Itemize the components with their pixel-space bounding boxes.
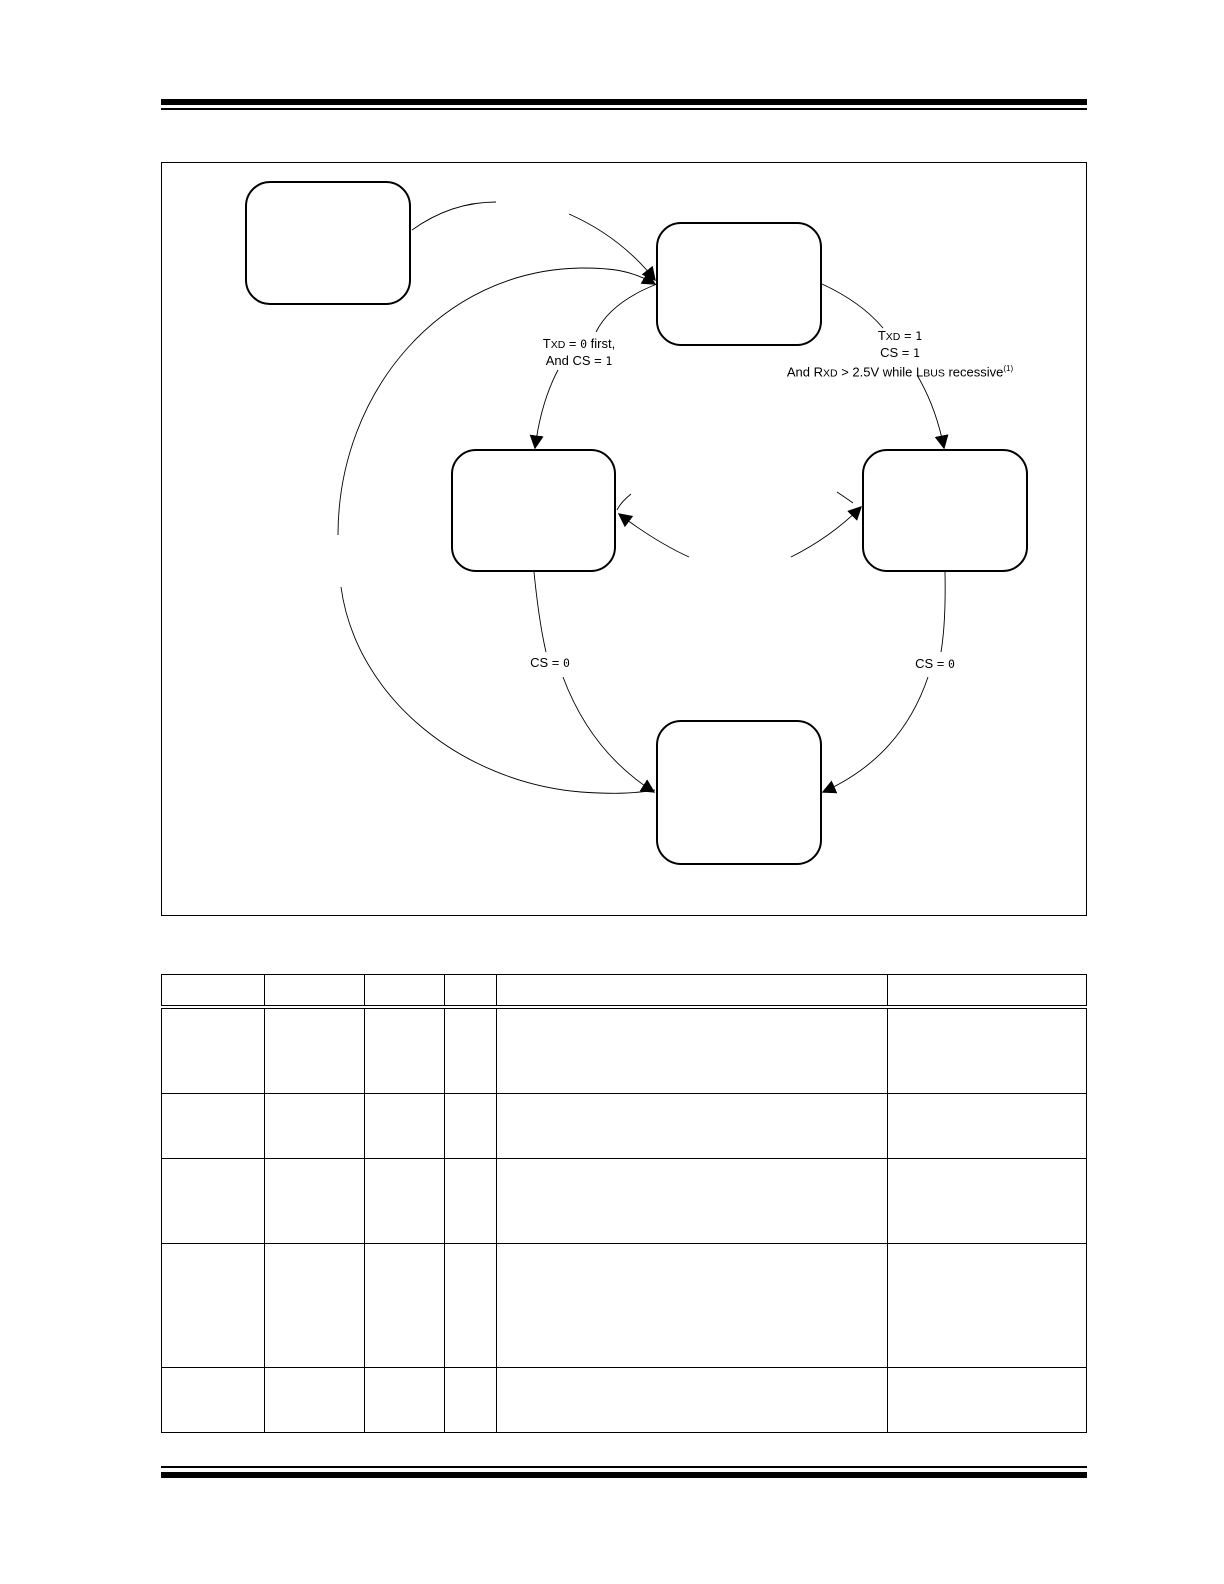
state-diagram-frame bbox=[161, 162, 1087, 916]
edge-right-to-bottom bbox=[940, 571, 946, 653]
header-cell bbox=[496, 974, 888, 1009]
table-cell bbox=[161, 1092, 265, 1159]
header-cell bbox=[887, 974, 1087, 1009]
data-table bbox=[161, 974, 1087, 1433]
state-diagram bbox=[245, 181, 1028, 865]
footer-rule-thin bbox=[161, 1466, 1087, 1468]
tx-value: 1 bbox=[915, 329, 923, 343]
tx-prefix: T bbox=[877, 328, 886, 343]
cs-value: 1 bbox=[605, 354, 613, 368]
table-cell bbox=[364, 1157, 445, 1244]
recessive-text: recessive bbox=[944, 364, 1004, 380]
equals: = bbox=[900, 328, 916, 343]
edge-left-to-bottom bbox=[533, 571, 547, 653]
table-cell bbox=[887, 1092, 1087, 1159]
table-cell bbox=[444, 1092, 497, 1159]
tx-subscript: XD bbox=[550, 339, 566, 351]
state-box-bottom bbox=[656, 720, 822, 865]
table-cell bbox=[364, 1006, 445, 1094]
table-cell bbox=[161, 1366, 265, 1433]
edge-top-to-left-end bbox=[529, 369, 559, 450]
table-cell bbox=[887, 1157, 1087, 1244]
header-cell bbox=[264, 974, 365, 1009]
tx-value: 0 bbox=[580, 337, 588, 351]
threshold-text: > 2.5V while L bbox=[837, 364, 924, 380]
cs-value: 0 bbox=[562, 656, 570, 670]
header-rule-thin bbox=[161, 108, 1087, 110]
tx-prefix: T bbox=[542, 336, 551, 351]
table-cell bbox=[496, 1006, 888, 1094]
edge-top-to-right-end bbox=[916, 374, 949, 450]
footer-rule-thick bbox=[161, 1472, 1087, 1478]
cs-text: CS = bbox=[880, 345, 913, 360]
and-cs-text: And CS = bbox=[545, 353, 606, 368]
label-right-to-bottom: CS = 0 bbox=[903, 656, 967, 672]
header-cell bbox=[444, 974, 497, 1009]
table-cell bbox=[496, 1242, 888, 1368]
table-cell bbox=[887, 1242, 1087, 1368]
header-rule-thick bbox=[161, 99, 1087, 105]
table-row bbox=[161, 1157, 1087, 1244]
first-text: first, bbox=[587, 336, 616, 351]
label-left-to-bottom: CS = 0 bbox=[518, 655, 582, 671]
table-cell bbox=[264, 1006, 365, 1094]
state-box-left bbox=[451, 449, 616, 572]
edge-left-to-right bbox=[790, 506, 862, 558]
table-cell bbox=[496, 1366, 888, 1433]
table-cell bbox=[887, 1366, 1087, 1433]
edge-right-to-left-tail bbox=[616, 493, 632, 511]
cs-text: CS = bbox=[915, 656, 948, 671]
table-header-row bbox=[161, 974, 1087, 1009]
footnote-ref: (1) bbox=[1003, 364, 1014, 373]
edge-top-to-right bbox=[821, 283, 884, 329]
edge-right-to-bottom-end bbox=[821, 676, 929, 794]
table-cell bbox=[444, 1157, 497, 1244]
edge-poweron-to-top bbox=[411, 201, 497, 231]
header-cell bbox=[364, 974, 445, 1009]
edge-bottom-to-top-lower bbox=[340, 586, 656, 794]
state-box-top bbox=[656, 222, 822, 346]
table-cell bbox=[496, 1092, 888, 1159]
table-cell bbox=[264, 1242, 365, 1368]
table-cell bbox=[161, 1242, 265, 1368]
table-cell bbox=[264, 1366, 365, 1433]
table-cell bbox=[364, 1242, 445, 1368]
cs-value: 1 bbox=[912, 346, 920, 360]
table-row bbox=[161, 1366, 1087, 1433]
lbus-subscript: BUS bbox=[923, 367, 945, 380]
table-cell bbox=[444, 1366, 497, 1433]
table-cell bbox=[887, 1006, 1087, 1094]
state-box-right bbox=[862, 449, 1028, 572]
cs-text: CS = bbox=[530, 655, 563, 670]
table-container bbox=[161, 974, 1087, 1433]
table-cell bbox=[264, 1157, 365, 1244]
table-cell bbox=[364, 1366, 445, 1433]
table-cell bbox=[161, 1157, 265, 1244]
table-cell bbox=[264, 1092, 365, 1159]
and-r-text: And R bbox=[786, 364, 823, 380]
table-cell bbox=[444, 1006, 497, 1094]
edge-top-to-left bbox=[595, 283, 658, 333]
table-row bbox=[161, 1092, 1087, 1159]
state-box-power-on bbox=[245, 181, 411, 305]
cs-value: 0 bbox=[947, 657, 955, 671]
edge-right-to-left bbox=[617, 513, 690, 558]
table-cell bbox=[496, 1157, 888, 1244]
tx-subscript: XD bbox=[885, 331, 901, 343]
edge-left-to-bottom-end bbox=[562, 676, 656, 793]
rx-subscript: XD bbox=[823, 367, 838, 380]
equals: = bbox=[565, 336, 581, 351]
table-row bbox=[161, 1242, 1087, 1368]
table-cell bbox=[161, 1006, 265, 1094]
label-top-to-left: TXD = 0 first, And CS = 1 bbox=[520, 336, 638, 369]
table-row bbox=[161, 1006, 1087, 1094]
edge-poweron-to-top-end bbox=[568, 213, 656, 282]
edge-bottom-to-top-upper bbox=[337, 267, 657, 536]
label-top-to-right: TXD = 1 CS = 1 And RXD > 2.5V while LBUS… bbox=[770, 328, 1030, 381]
edge-left-to-right-tail bbox=[836, 491, 854, 504]
table-cell bbox=[444, 1242, 497, 1368]
header-cell bbox=[161, 974, 265, 1009]
table-cell bbox=[364, 1092, 445, 1159]
